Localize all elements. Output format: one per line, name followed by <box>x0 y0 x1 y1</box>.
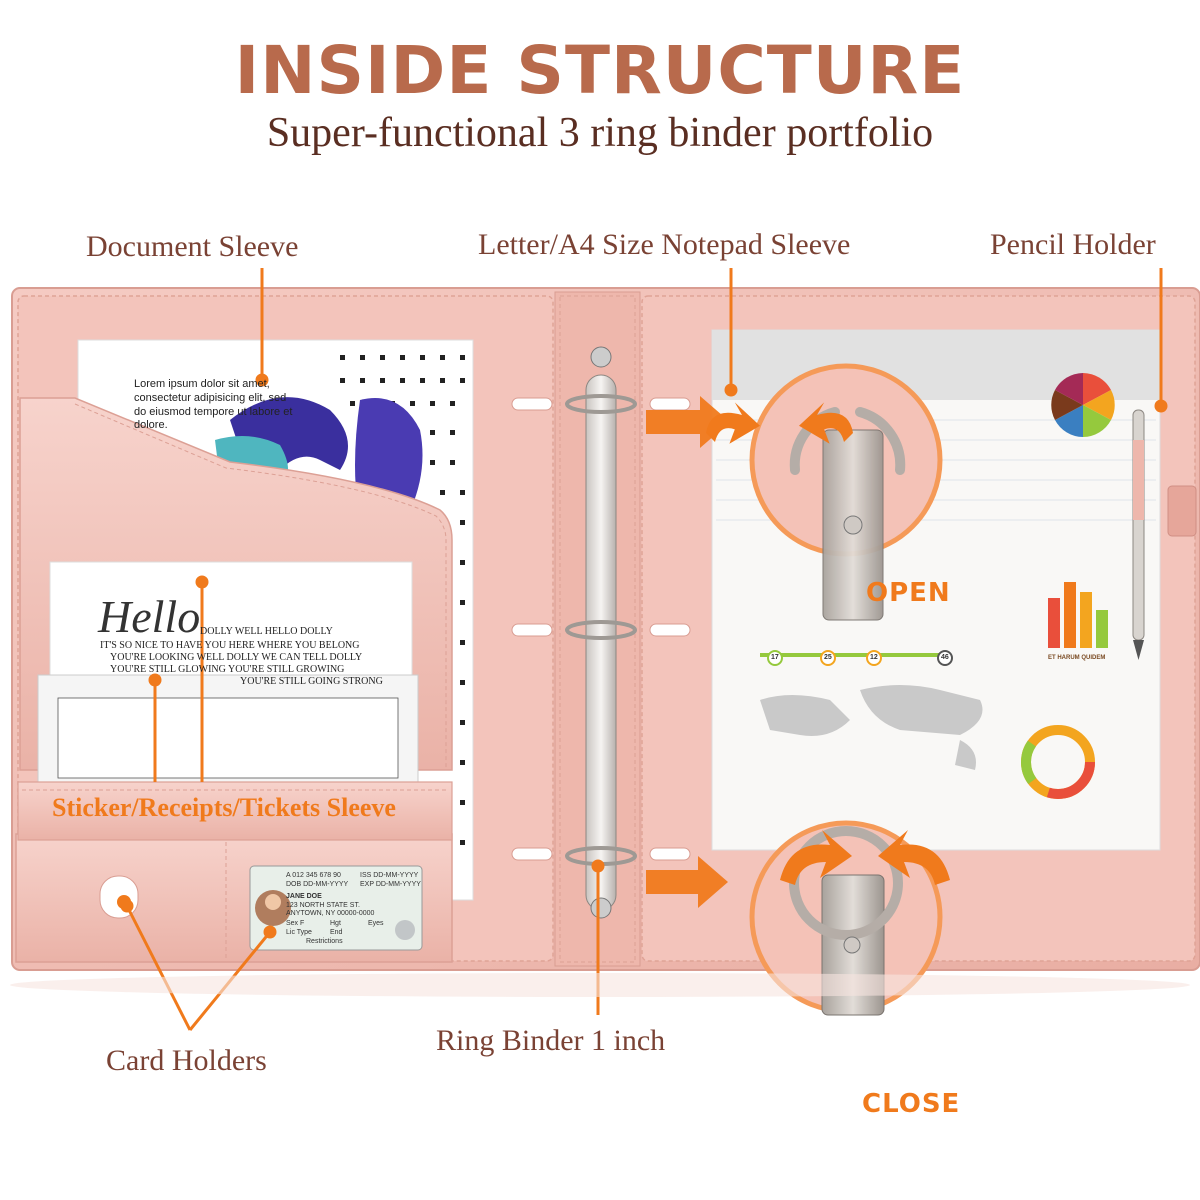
id-card <box>249 865 423 951</box>
id-number: A 012 345 678 90 <box>286 872 341 879</box>
note-line-5: YOU'RE STILL GOING STRONG <box>240 676 383 687</box>
zoom-open <box>706 363 943 621</box>
timeline-graphic <box>760 650 953 666</box>
note-line-1: DOLLY WELL HELLO DOLLY <box>200 626 333 637</box>
document-lorem: Lorem ipsum dolor sit amet, consectetur … <box>134 378 293 432</box>
id-restrictions: Restrictions <box>306 938 343 945</box>
id-iss: ISS DD-MM-YYYY <box>360 872 419 879</box>
note-line-3: YOU'RE LOOKING WELL DOLLY WE CAN TELL DO… <box>110 652 363 663</box>
notepad-caption: ET HARUM QUIDEM <box>1048 655 1106 661</box>
arrow-close <box>646 856 728 908</box>
pie-graphic <box>1051 373 1115 437</box>
id-hgt: Hgt <box>330 920 341 927</box>
note-line-2: IT'S SO NICE TO HAVE YOU HERE WHERE YOU … <box>100 640 360 651</box>
id-exp: EXP DD-MM-YYYY <box>360 881 421 888</box>
note-hello: Hello <box>98 591 201 642</box>
id-lic: Lic Type <box>286 929 312 936</box>
timeline-stat-1: 17 <box>771 654 779 661</box>
label-ring-binder: Ring Binder 1 inch <box>436 1024 666 1057</box>
leader-card-a <box>125 905 192 1031</box>
label-document-sleeve: Document Sleeve <box>86 230 299 263</box>
timeline-stat-4: 46 <box>941 654 949 661</box>
note-line-4: YOU'RE STILL GLOWING YOU'RE STILL GROWIN… <box>110 664 345 675</box>
donut-graphic <box>1021 725 1095 799</box>
timeline-stat-3: 12 <box>870 654 878 661</box>
label-notepad-sleeve: Letter/A4 Size Notepad Sleeve <box>478 228 851 261</box>
bar-graphic <box>1048 582 1108 648</box>
page-title: INSIDE STRUCTURE <box>234 32 966 109</box>
zoom-close <box>749 820 950 1016</box>
id-end: End <box>330 929 343 936</box>
id-address-1: 123 NORTH STATE ST. <box>286 902 360 909</box>
id-address-2: ANYTOWN, NY 00000-0000 <box>286 910 375 917</box>
world-map-graphic <box>760 685 983 770</box>
id-eyes: Eyes <box>368 920 384 927</box>
label-pencil-holder: Pencil Holder <box>990 228 1156 261</box>
id-name: JANE DOE <box>286 893 322 900</box>
label-card-holders: Card Holders <box>106 1044 267 1077</box>
page-subtitle: Super-functional 3 ring binder portfolio <box>266 110 934 156</box>
id-dob: DOB DD-MM-YYYY <box>286 881 349 888</box>
label-close: CLOSE <box>862 1089 961 1119</box>
label-open: OPEN <box>866 578 951 608</box>
arrow-open <box>646 396 730 448</box>
ring-rod <box>585 374 617 911</box>
label-sticker-sleeve: Sticker/Receipts/Tickets Sleeve <box>52 793 396 822</box>
id-sex: Sex F <box>286 920 305 927</box>
timeline-stat-2: 25 <box>824 654 832 661</box>
